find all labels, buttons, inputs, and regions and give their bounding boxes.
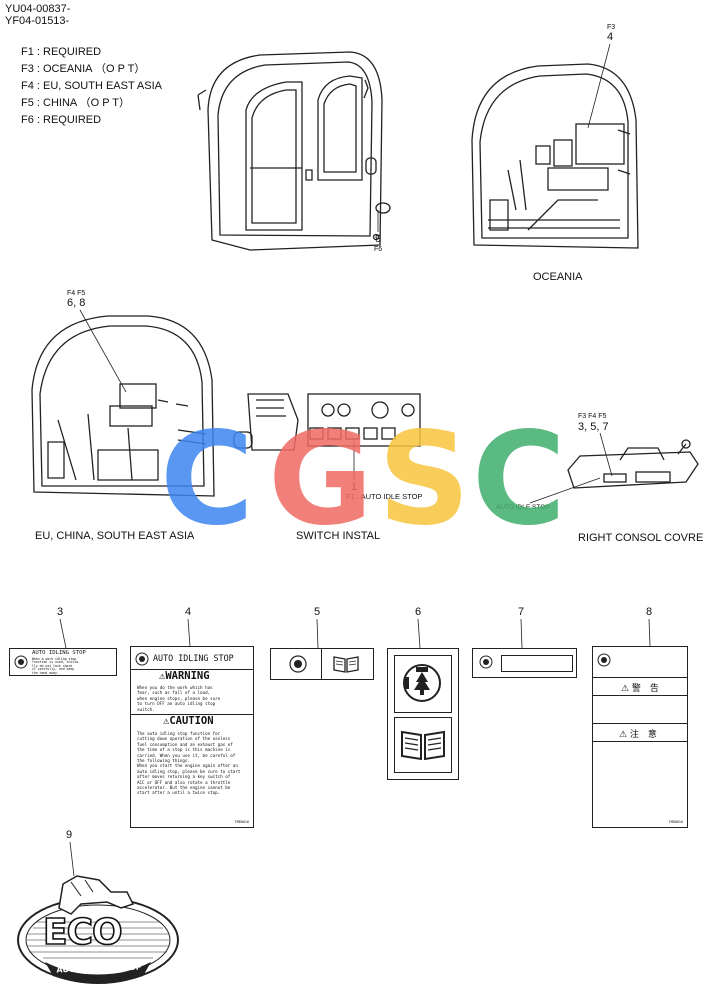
legend-item-f4: F4 : EU, SOUTH EAST ASIA xyxy=(21,80,163,92)
callout-flag-f3: F3 xyxy=(607,24,616,31)
cab-exterior-drawing xyxy=(197,51,391,251)
label-3-title: AUTO IDLING STOP xyxy=(32,650,86,656)
eco-word: ECO xyxy=(42,911,123,954)
engine-tree-icon xyxy=(403,664,441,702)
right-note-auto-idle-stop: AUTO IDLE STOP xyxy=(496,504,550,511)
engine-icon xyxy=(289,655,307,673)
manual-book-icon xyxy=(401,730,445,761)
engine-icon xyxy=(135,652,149,666)
caption-oceania: OCEANIA xyxy=(533,271,583,283)
manual-book-icon xyxy=(333,656,359,673)
legend-item-f1: F1 : REQUIRED xyxy=(21,46,102,58)
callout-parts-3-5-7: 3, 5, 7 xyxy=(578,421,609,433)
legend: F1 : REQUIRED F3 : OCEANIA （O P T） F4 : … xyxy=(21,46,162,127)
part-number-9: 9 xyxy=(66,829,73,841)
callout-flags-f4-f5: F4 F5 xyxy=(67,290,86,297)
part-number-8: 8 xyxy=(646,606,653,618)
part-number-6: 6 xyxy=(415,606,422,618)
part-number-3: 3 xyxy=(57,606,64,618)
label-8-caution-jp: ⚠ 注 意 xyxy=(619,730,657,740)
callout-parts-6-8: 6, 8 xyxy=(67,297,86,309)
legend-item-f3: F3 : OCEANIA （O P T） xyxy=(21,63,146,75)
part-number-4: 4 xyxy=(185,606,192,618)
part-number-7: 7 xyxy=(518,606,525,618)
label-4-footer: TMD0016 xyxy=(234,819,249,824)
label-7 xyxy=(472,648,577,678)
doc-code-1: YU04-00837- xyxy=(5,3,71,15)
eco-decal: ECO AUTO IDLING STOP xyxy=(15,870,181,985)
watermark-letter-c1: C xyxy=(160,405,254,554)
caption-eu-china-sea: EU, CHINA, SOUTH EAST ASIA xyxy=(35,530,195,542)
callout-flags-f3-f4-f5: F3 F4 F5 xyxy=(578,413,607,420)
callout-flag-f6: F6 xyxy=(374,246,383,253)
label-8-footer: TMD0016 xyxy=(668,819,683,824)
label-5 xyxy=(270,648,374,680)
label-4-title: AUTO IDLING STOP xyxy=(153,653,234,663)
cab-oceania-drawing xyxy=(471,63,639,249)
cab-eu-drawing xyxy=(31,315,215,497)
caption-switch-instal: SWITCH INSTAL xyxy=(296,530,381,542)
watermark-letter-g: G xyxy=(268,405,374,554)
watermark-letter-s: S xyxy=(378,405,471,554)
caption-right-consol-covre: RIGHT CONSOL COVRE xyxy=(578,532,704,544)
legend-item-f5: F5 : CHINA （O P T） xyxy=(21,97,131,109)
engine-icon xyxy=(479,655,493,669)
legend-item-f6: F6 : REQUIRED xyxy=(21,114,102,126)
doc-code-2: YF04-01513- xyxy=(5,15,70,27)
label-8-warning-jp: ⚠ 警 告 xyxy=(621,684,659,694)
label-6 xyxy=(387,648,459,780)
callout-part-9: 9 xyxy=(375,233,382,245)
engine-icon xyxy=(14,655,28,669)
callout-part-4: 4 xyxy=(607,31,614,43)
engine-icon xyxy=(597,653,611,667)
eco-excavator-graphic xyxy=(17,875,179,984)
watermark-letter-c2: C xyxy=(472,405,566,554)
label-8: ⚠ 警 告 ⚠ 注 意 TMD0016 xyxy=(592,646,688,828)
label-4-warning: ⚠WARNING xyxy=(159,670,210,682)
switch-panel-drawing xyxy=(233,393,421,451)
label-4-caution: ⚠CAUTION xyxy=(163,715,214,727)
switch-note: F1 : AUTO IDLE STOP xyxy=(346,492,423,501)
label-3: AUTO IDLING STOP When a work idling stop… xyxy=(9,648,117,676)
label-4: AUTO IDLING STOP ⚠WARNING When you do th… xyxy=(130,646,254,828)
callout-part-1: 1 xyxy=(351,481,358,493)
right-console-drawing xyxy=(567,439,699,489)
part-number-5: 5 xyxy=(314,606,321,618)
